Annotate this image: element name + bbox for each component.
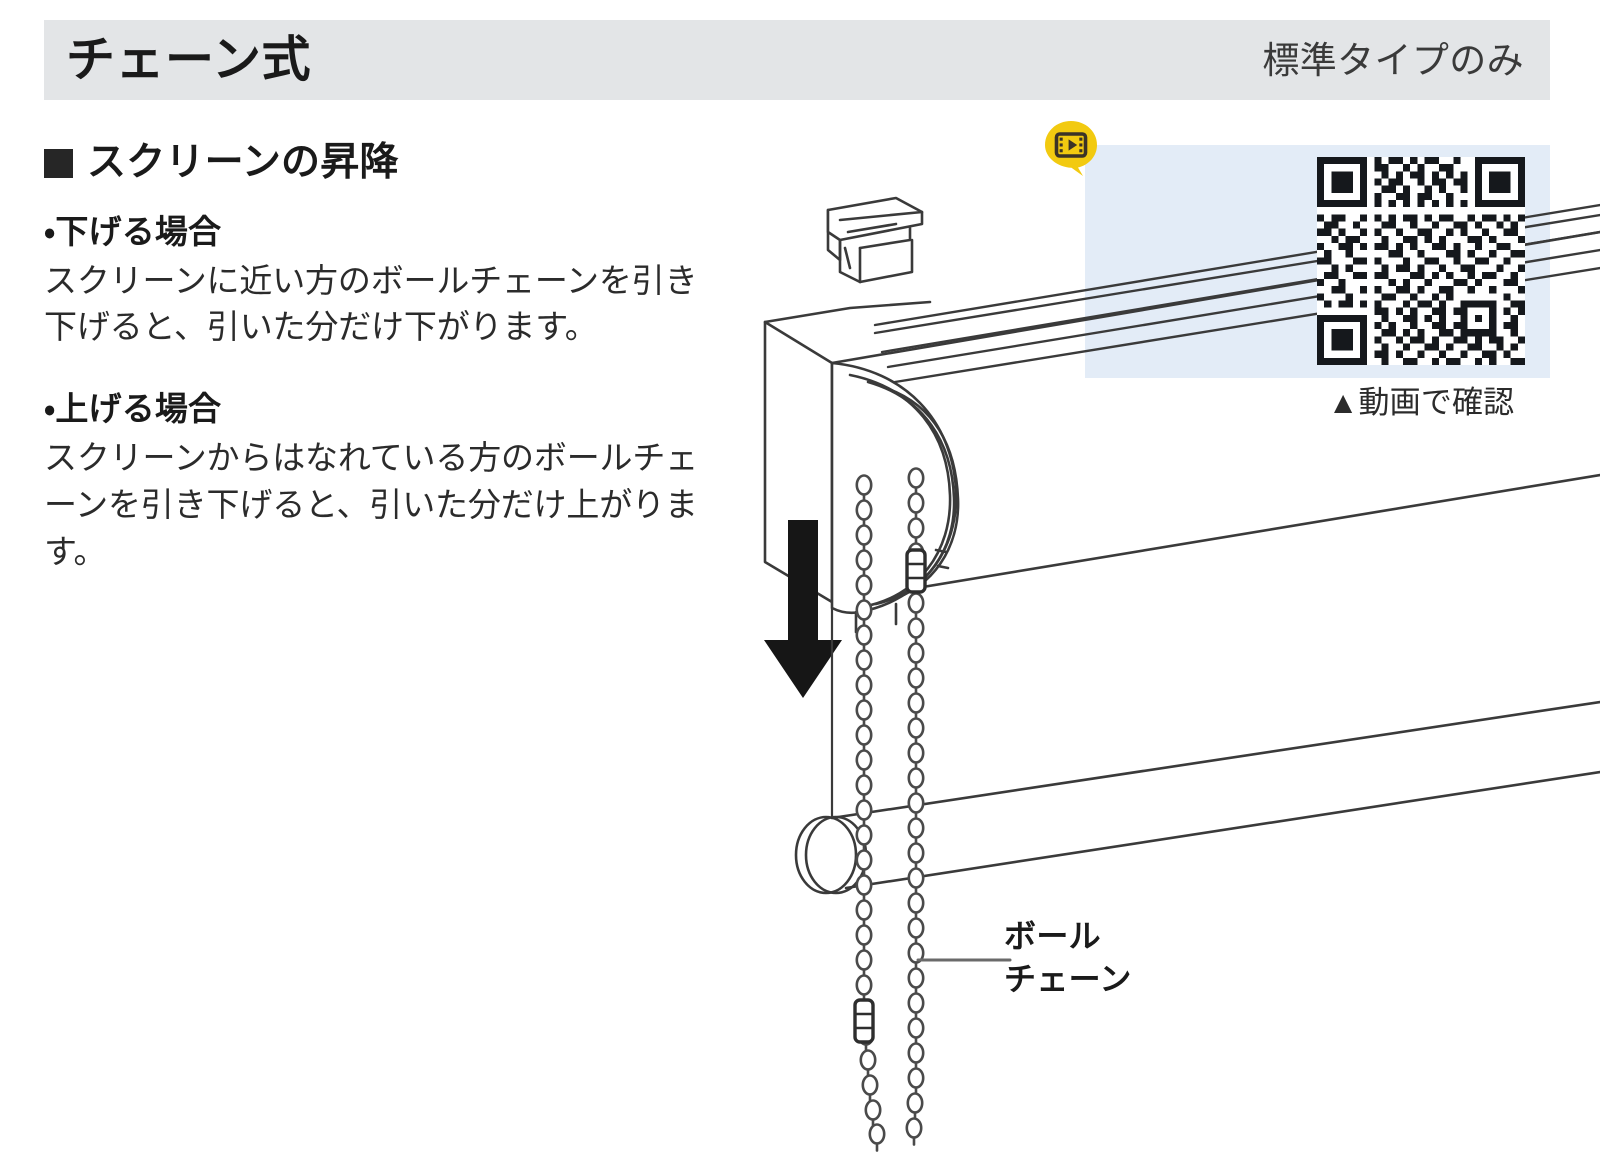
mounting-bracket	[826, 196, 924, 284]
instruction-body-lower: スクリーンに近い方のボールチェーンを引き下げると、引いた分だけ下がります。	[44, 261, 698, 346]
page-header-bar: チェーン式 標準タイプのみ	[44, 20, 1550, 100]
instruction-text-column: スクリーンの昇降 ・下げる場合 スクリーンに近い方のボールチェーンを引き下げると…	[44, 140, 724, 576]
chain-pulley	[854, 602, 898, 634]
callout-label-line1: ボール	[1004, 918, 1101, 954]
section-heading-label: スクリーンの昇降	[87, 141, 399, 184]
ball-chain-front	[853, 474, 886, 1152]
ball-chain-rear	[905, 467, 927, 1146]
chain-connector-upper	[905, 548, 927, 594]
bottom-weight-bar	[794, 700, 1600, 895]
callout-label-line2: チェーン	[1004, 961, 1132, 998]
header-type-note: 標準タイプのみ	[1262, 39, 1524, 81]
qr-code[interactable]	[1317, 157, 1525, 365]
page-title: チェーン式	[66, 32, 312, 87]
instruction-subheading-raise: ・上げる場合	[44, 390, 222, 428]
chain-connector	[853, 998, 875, 1044]
video-film-icon[interactable]	[1043, 120, 1099, 176]
instruction-block-lower: ・下げる場合 スクリーンに近い方のボールチェーンを引き下げると、引いた分だけ下が…	[44, 212, 724, 351]
instruction-subheading-lower: ・下げる場合	[44, 213, 222, 251]
instruction-body-raise: スクリーンからはなれている方のボールチェーンを引き下げると、引いた分だけ上がりま…	[44, 438, 699, 570]
down-arrow-icon	[764, 520, 842, 698]
qr-caption: ▲動画で確認	[1327, 385, 1515, 420]
square-bullet-icon	[44, 148, 73, 178]
instruction-block-raise: ・上げる場合 スクリーンからはなれている方のボールチェーンを引き下げると、引いた…	[44, 389, 724, 575]
section-heading: スクリーンの昇降	[44, 140, 724, 186]
callout-label-ball-chain: ボール チェーン	[1004, 915, 1132, 1001]
